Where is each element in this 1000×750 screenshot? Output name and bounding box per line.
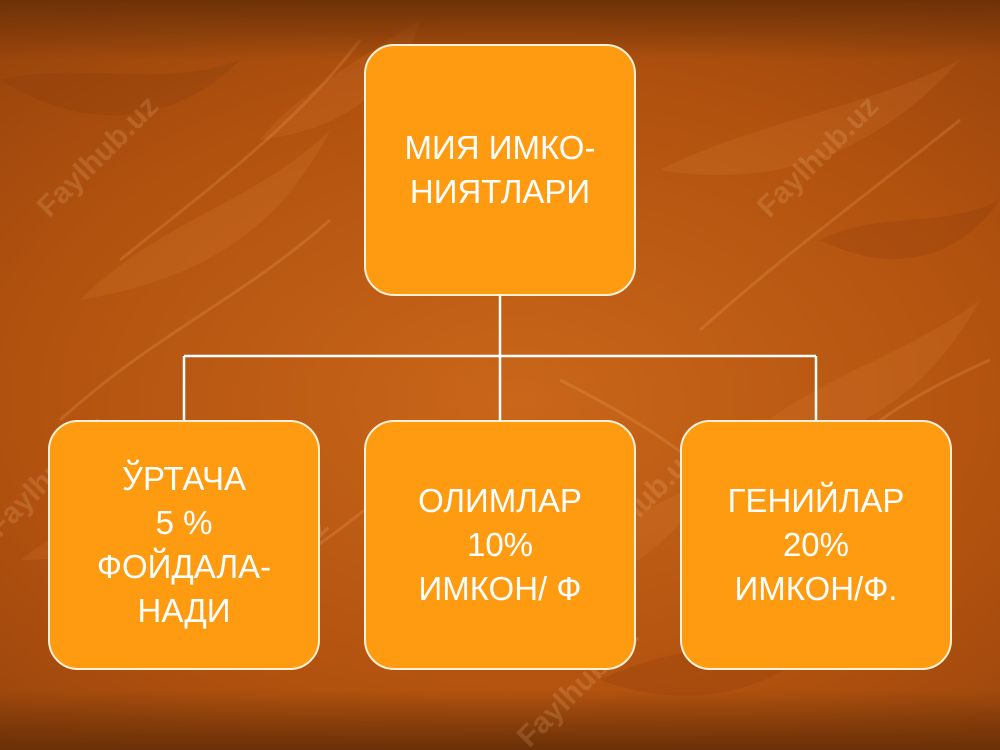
bottom-shade — [0, 690, 1000, 750]
child-node-label: ГЕНИЙЛАР 20% ИМКОН/Ф. — [727, 482, 905, 607]
root-node-label: МИЯ ИМКО- НИЯТЛАРИ — [404, 129, 596, 210]
child-node-label: ЎРТАЧА 5 % ФОЙДАЛА- НАДИ — [96, 460, 272, 629]
child-node-average: ЎРТАЧА 5 % ФОЙДАЛА- НАДИ — [48, 420, 320, 670]
child-node-geniuses: ГЕНИЙЛАР 20% ИМКОН/Ф. — [680, 420, 952, 670]
root-node: МИЯ ИМКО- НИЯТЛАРИ — [364, 44, 636, 296]
child-node-label: ОЛИМЛАР 10% ИМКОН/ Ф — [418, 482, 582, 607]
child-node-scientists: ОЛИМЛАР 10% ИМКОН/ Ф — [364, 420, 636, 670]
